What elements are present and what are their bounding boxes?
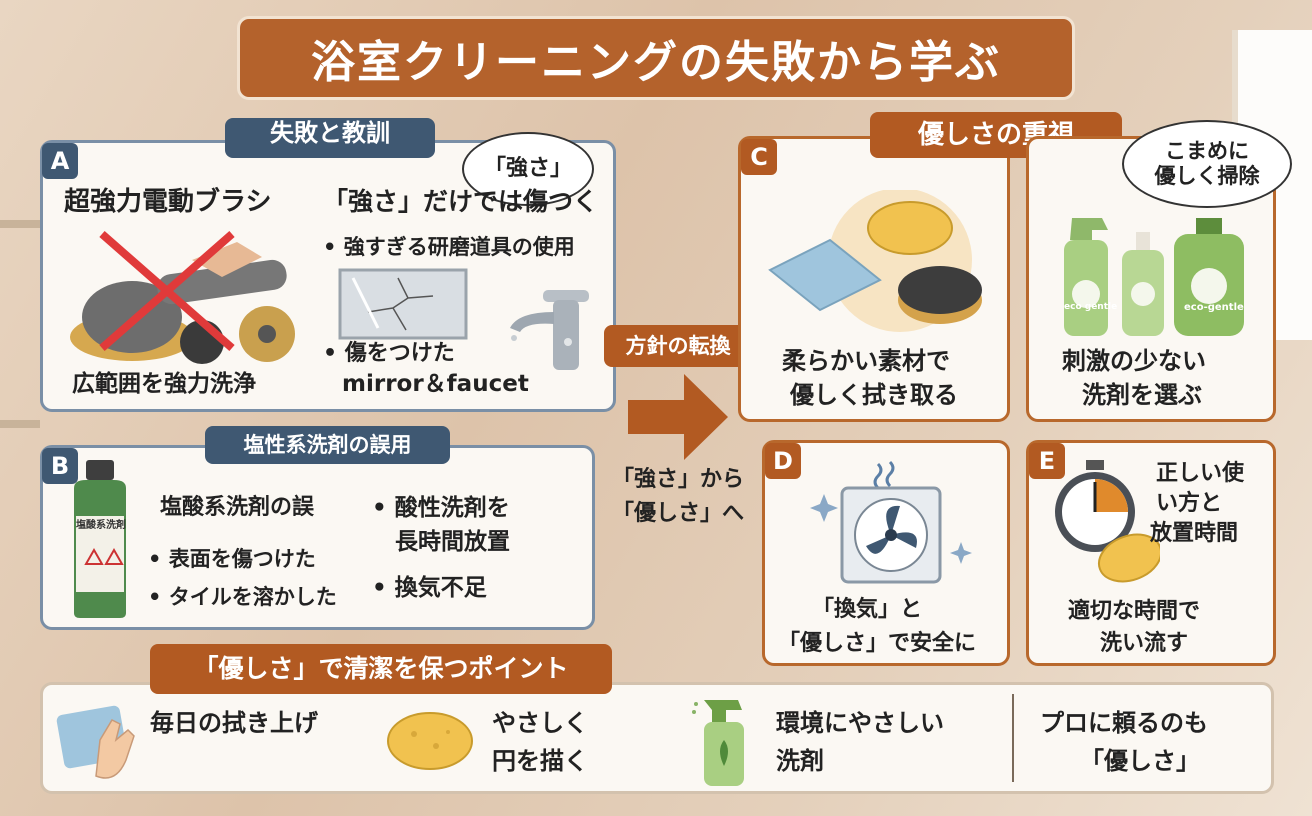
section-a-letter: A	[42, 143, 78, 179]
to-gentleness-text: 「優しさ」へ	[612, 501, 745, 526]
eco-label-2: eco-gentle	[1184, 302, 1244, 313]
section-d-letter: D	[765, 443, 801, 479]
bullet-acid: • 酸性洗剤を	[372, 495, 510, 521]
eco-label-1: eco gentle	[1064, 302, 1118, 312]
arrow-right-icon	[628, 374, 728, 460]
sponge-icon	[387, 712, 473, 770]
section-b-card	[40, 445, 595, 630]
eco-caption-2: 洗剤を選ぶ	[1082, 381, 1202, 409]
timer-sponge-image	[1055, 460, 1160, 583]
bubble-line-1: こまめに	[1165, 138, 1249, 163]
point-professional-2: 「優しさ」	[1080, 747, 1200, 775]
section-e-right-2: い方と	[1156, 491, 1223, 516]
section-b-header: 塩性系洗剤の誤用	[205, 426, 450, 464]
bullet-ventilation: • 換気不足	[372, 575, 487, 601]
soft-materials-image	[768, 190, 982, 332]
points-card	[40, 682, 1274, 794]
section-e-caption-2: 洗い流す	[1100, 631, 1189, 656]
section-e-caption-1: 適切な時間で	[1068, 599, 1201, 624]
cross-icon	[99, 230, 235, 352]
sponge	[867, 201, 953, 255]
bullet-surface: • 表面を傷つけた	[148, 547, 316, 571]
scrub-pad	[898, 266, 982, 314]
points-header: 「優しさ」で清潔を保つポイント	[150, 644, 612, 694]
strength-bubble: 「強さ」	[462, 132, 594, 206]
bullet-tile: • タイルを溶かした	[148, 585, 337, 609]
point-eco-detergent-2: 洗剤	[776, 747, 824, 775]
hydrochloric-bottle-image	[74, 460, 126, 618]
point-eco-detergent-1: 環境にやさしい	[776, 709, 944, 737]
section-b-letter: B	[42, 448, 78, 484]
section-e-right-3: 放置時間	[1150, 521, 1239, 546]
ventilation-fan-icon	[810, 460, 972, 584]
mirror-faucet-text: mirror＆faucet	[342, 371, 529, 397]
left-header: 失敗と教訓	[225, 118, 435, 158]
cracked-mirror-image	[338, 268, 468, 340]
point-gentle-circle-2: 円を描く	[492, 747, 588, 775]
bottle-label: 塩酸系洗剤	[76, 520, 126, 531]
bubble-line-2: 優しく掃除	[1154, 164, 1260, 188]
bullet-damage: • 傷をつけた	[323, 341, 455, 366]
page-title: 浴室クリーニングの失敗から学ぶ	[311, 37, 1001, 88]
section-c-caption-2: 優しく拭き取る	[790, 381, 958, 409]
section-e-right-1: 正しい使	[1156, 461, 1245, 486]
section-c-caption-1: 柔らかい素材で	[782, 347, 950, 375]
brush-caption: 広範囲を強力洗浄	[72, 371, 256, 397]
points-divider	[1012, 694, 1014, 782]
bullet-abrasive: • 強すぎる研磨道具の使用	[323, 235, 575, 259]
frequent-clean-bubble: こまめに 優しく掃除	[1122, 120, 1292, 208]
bullet-acid-2: 長時間放置	[395, 529, 510, 555]
brush-title: 超強力電動ブラシ	[64, 187, 272, 217]
microfiber-cloth	[768, 238, 882, 312]
spray-bottle-icon	[692, 700, 744, 786]
title-banner: 浴室クリーニングの失敗から学ぶ	[237, 16, 1075, 100]
faucet-image	[510, 290, 589, 370]
point-daily-wipe: 毎日の拭き上げ	[150, 709, 318, 737]
section-d-caption-2: 「優しさ」で安全に	[778, 631, 977, 656]
section-c-letter: C	[741, 139, 777, 175]
shelf	[0, 220, 40, 228]
eco-caption-1: 刺激の少ない	[1062, 347, 1206, 375]
from-strength-text: 「強さ」から	[612, 467, 745, 492]
lesson-text: 「強さ」だけでは傷つく	[323, 187, 599, 216]
eco-bottles-image	[1064, 218, 1244, 336]
policy-shift-label: 方針の転換	[604, 325, 752, 367]
point-professional-1: プロに頼るのも	[1040, 709, 1208, 737]
section-b-head: 塩酸系洗剤の誤	[160, 495, 315, 520]
shelf	[0, 420, 40, 428]
wipe-cloth-icon	[56, 705, 135, 779]
section-e-letter: E	[1029, 443, 1065, 479]
section-d-caption-1: 「換気」と	[812, 597, 923, 622]
point-gentle-circle-1: やさしく	[492, 709, 588, 737]
